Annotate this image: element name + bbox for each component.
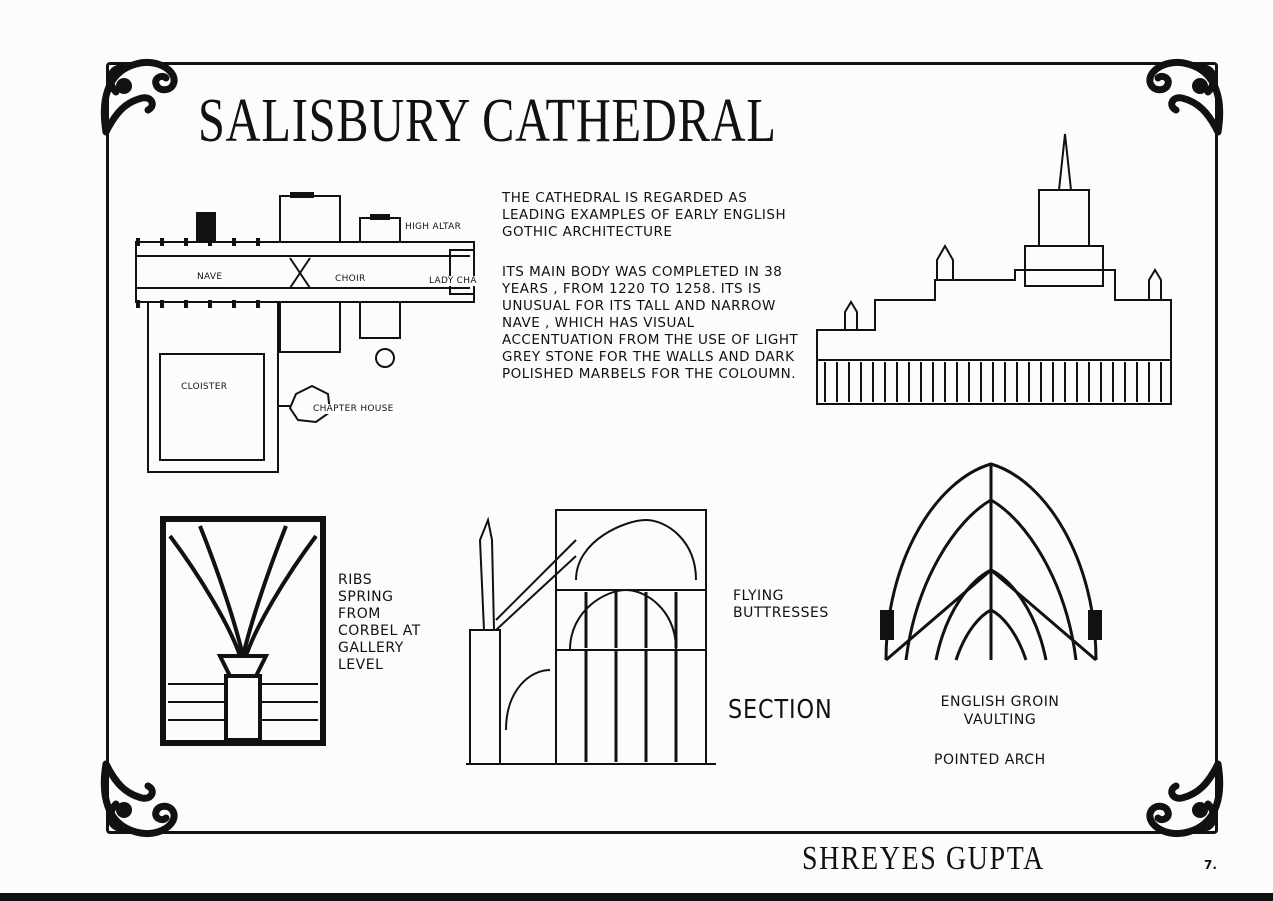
section-label: SECTION — [728, 695, 833, 725]
corner-ornament-top-right — [1142, 52, 1228, 138]
section-drawing — [466, 480, 720, 768]
corner-ornament-bottom-right — [1142, 758, 1228, 844]
groin-vaulting-caption: ENGLISH GROIN VAULTING — [940, 694, 1060, 728]
plan-label-choir: CHOIR — [334, 274, 367, 284]
author-signature: SHREYES GUPTA — [802, 840, 1045, 877]
plan-label-high-altar: HIGH ALTAR — [404, 222, 463, 232]
corner-ornament-top-left — [96, 52, 182, 138]
ribs-caption: RIBS SPRING FROM CORBEL AT GALLERY LEVEL — [338, 572, 421, 673]
pointed-arch-caption: POINTED ARCH — [934, 752, 1046, 768]
plan-label-chapter-house: CHAPTER HOUSE — [312, 404, 395, 414]
intro-text: THE CATHEDRAL IS REGARDED AS LEADING EXA… — [502, 190, 802, 241]
intro-paragraph: THE CATHEDRAL IS REGARDED AS LEADING EXA… — [502, 190, 787, 240]
description-paragraph: ITS MAIN BODY WAS COMPLETED IN 38 YEARS … — [502, 264, 799, 382]
description-text: ITS MAIN BODY WAS COMPLETED IN 38 YEARS … — [502, 264, 802, 383]
bottom-edge-bar — [0, 893, 1273, 901]
plan-label-lady-chapel: LADY CHA — [428, 276, 478, 286]
flying-buttresses-caption: FLYING BUTTRESSES — [733, 588, 829, 621]
plan-label-cloister: CLOISTER — [180, 382, 229, 392]
page-title: SALISBURY CATHEDRAL — [198, 87, 777, 155]
page-number: 7. — [1204, 858, 1217, 872]
corbel-drawing — [160, 516, 326, 746]
floor-plan-drawing — [130, 188, 480, 478]
ornamental-frame — [106, 62, 1218, 834]
corner-ornament-bottom-left — [96, 758, 182, 844]
plan-label-nave: NAVE — [196, 272, 224, 282]
groin-vaulting-drawing — [876, 460, 1106, 670]
cathedral-sketch — [815, 130, 1175, 410]
